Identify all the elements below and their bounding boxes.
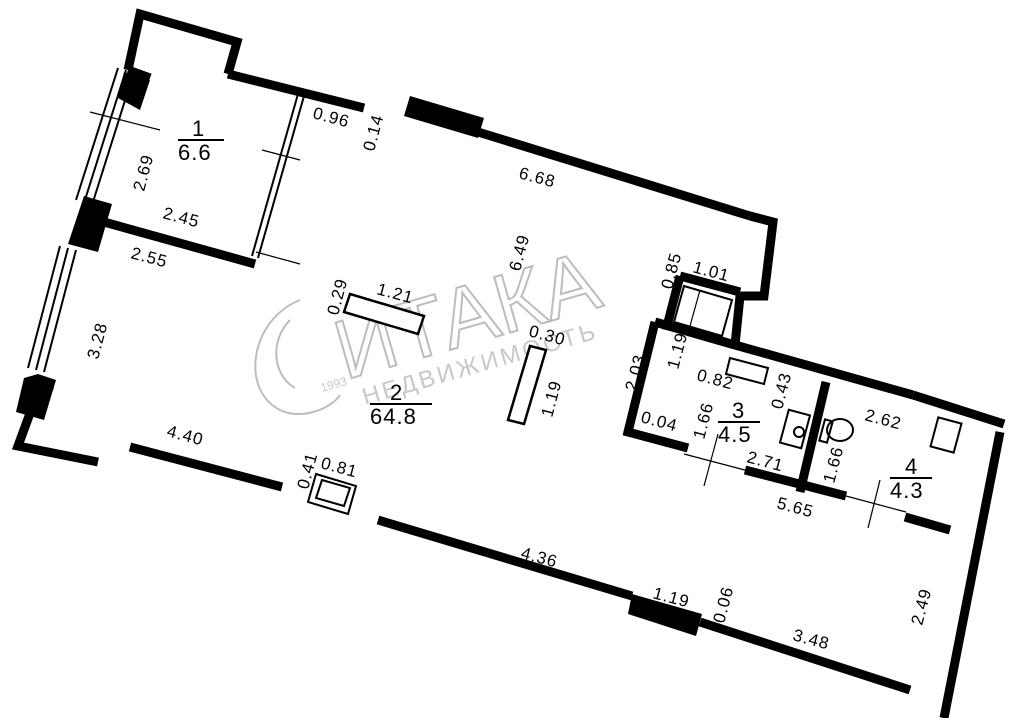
watermark-year: 1993	[319, 374, 349, 395]
dim-label: 2.03	[622, 352, 650, 393]
dim-label: 2.55	[129, 244, 170, 272]
wall-bottom	[128, 442, 284, 492]
dim-label: 1.19	[538, 378, 566, 419]
wall-blocks	[16, 72, 702, 636]
bath-fixtures	[778, 408, 963, 454]
toilet-icon	[826, 418, 854, 442]
dim-label: 0.82	[695, 366, 736, 394]
dim-label: 0.41	[294, 450, 322, 491]
wall-room3-4-divider	[795, 380, 831, 494]
dim-label: 5.65	[775, 494, 816, 522]
room-1-number: 1	[192, 116, 205, 141]
room-3-number: 3	[732, 398, 745, 423]
dimension-lines	[255, 251, 907, 529]
room-2-number: 2	[390, 380, 403, 405]
shower-icon	[929, 416, 963, 454]
dim-label: 2.45	[161, 204, 202, 232]
room-4-area: 4.3	[890, 478, 924, 503]
dimension-labels: 0.96 0.14 6.68 2.69 2.45 2.55 6.49 3.28 …	[84, 104, 936, 654]
wall-bathroom-top	[733, 340, 915, 400]
dim-label: 4.40	[165, 422, 206, 450]
wall-top	[226, 69, 366, 113]
wall-room3	[622, 320, 690, 453]
column-horizontal	[342, 292, 426, 336]
sink-icon	[778, 408, 812, 450]
dim-label: 0.06	[710, 584, 738, 625]
wall-room1-top-corner	[123, 8, 243, 76]
dim-label: 3.28	[84, 320, 112, 361]
dim-label: 2.49	[908, 586, 936, 627]
room-4-number: 4	[905, 454, 918, 479]
dim-label: 1.19	[664, 330, 692, 371]
dim-label: 1.66	[690, 400, 718, 441]
room-1-area: 6.6	[178, 140, 212, 165]
dim-label: 2.69	[130, 152, 158, 193]
niche-equipment	[672, 284, 770, 386]
dim-label: 0.14	[360, 112, 388, 153]
room-2-area: 64.8	[370, 404, 417, 429]
room-labels: 1 6.6 2 64.8 3 4.5 4 4.3	[178, 116, 932, 503]
dim-label: 6.68	[517, 164, 558, 192]
wall-right-upper	[730, 211, 778, 346]
windows	[27, 67, 305, 373]
walls	[11, 8, 1006, 718]
dim-label: 1.66	[820, 444, 848, 485]
columns	[342, 292, 548, 426]
wall-room1-bottom	[102, 217, 257, 269]
dim-label: 2.62	[863, 406, 904, 434]
dim-label: 0.04	[639, 408, 680, 436]
column-vertical	[506, 344, 548, 426]
wall-far-right	[939, 431, 1005, 718]
wall-niche	[661, 274, 685, 332]
room-3-area: 4.5	[718, 422, 752, 447]
dim-label: 0.43	[768, 370, 796, 411]
vent-shaft	[306, 472, 358, 516]
